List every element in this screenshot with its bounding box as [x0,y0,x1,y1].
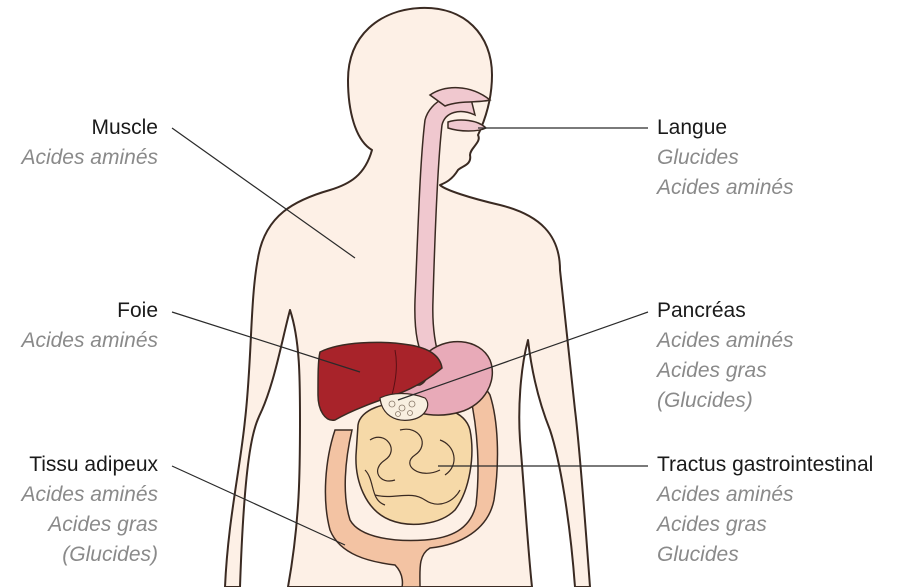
label-tractus: Tractus gastrointestinal Acides aminés A… [657,450,873,570]
label-pancreas-item: (Glucides) [657,386,794,416]
label-tractus-name: Tractus gastrointestinal [657,450,873,480]
label-langue-item: Acides aminés [657,173,794,203]
label-langue-name: Langue [657,113,794,143]
label-langue: Langue Glucides Acides aminés [657,113,794,203]
label-muscle: Muscle Acides aminés [21,113,158,173]
label-pancreas-item: Acides aminés [657,326,794,356]
small-intestine [356,404,472,525]
label-langue-item: Glucides [657,143,794,173]
label-foie-item: Acides aminés [21,326,158,356]
label-muscle-name: Muscle [21,113,158,143]
label-foie-name: Foie [21,296,158,326]
label-pancreas-item: Acides gras [657,356,794,386]
label-pancreas-name: Pancréas [657,296,794,326]
label-tissu-adipeux: Tissu adipeux Acides aminés Acides gras … [21,450,158,570]
label-muscle-item: Acides aminés [21,143,158,173]
label-tissu-item: (Glucides) [21,540,158,570]
label-foie: Foie Acides aminés [21,296,158,356]
label-tractus-item: Acides aminés [657,480,873,510]
label-tissu-item: Acides gras [21,510,158,540]
label-tractus-item: Glucides [657,540,873,570]
label-tractus-item: Acides gras [657,510,873,540]
label-tissu-item: Acides aminés [21,480,158,510]
label-tissu-name: Tissu adipeux [21,450,158,480]
label-pancreas: Pancréas Acides aminés Acides gras (Gluc… [657,296,794,416]
